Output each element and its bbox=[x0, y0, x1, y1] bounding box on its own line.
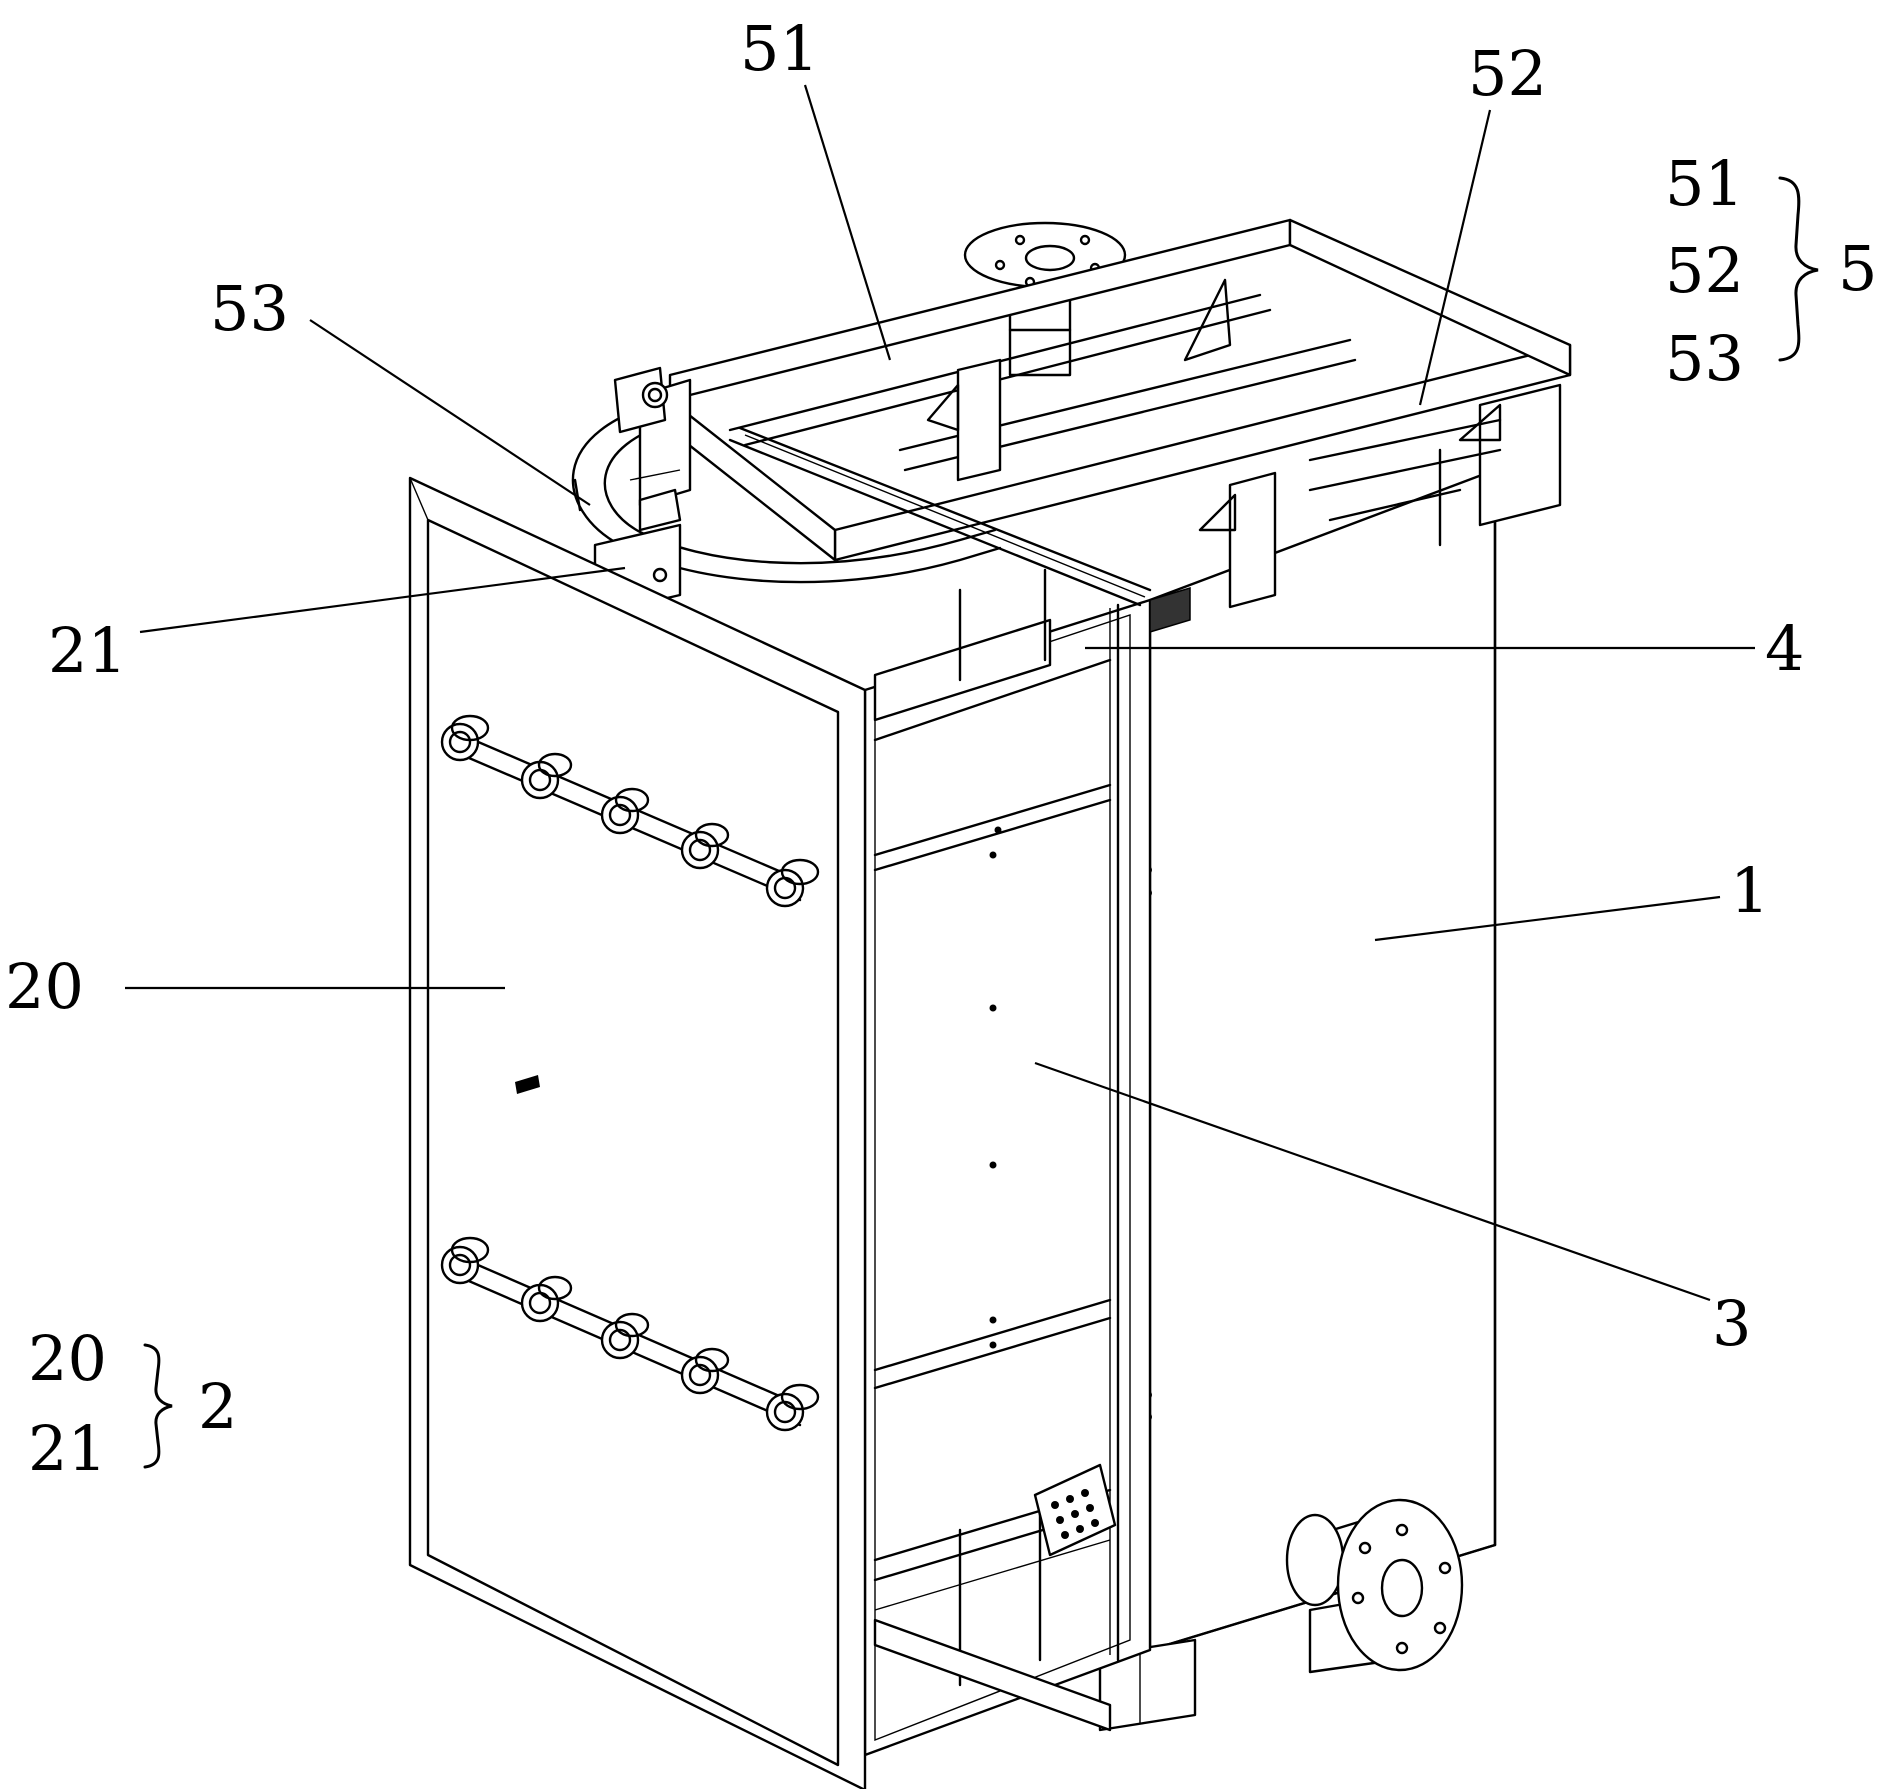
legend-group-2: 20 21 2 bbox=[28, 1322, 237, 1485]
legend-5-item-51: 51 bbox=[1665, 147, 1744, 220]
inner-frame bbox=[863, 568, 1152, 1757]
leader-53 bbox=[309, 319, 591, 506]
top-frame bbox=[571, 218, 1572, 634]
legend-5-brace bbox=[1778, 176, 1819, 362]
leader-3 bbox=[1034, 1061, 1711, 1302]
callout-1: 1 bbox=[1730, 854, 1769, 927]
callout-51: 51 bbox=[740, 12, 819, 85]
callout-labels: 51 52 53 21 4 1 20 3 bbox=[5, 12, 1804, 1360]
legend-2-item-20: 20 bbox=[28, 1322, 107, 1395]
callout-53: 53 bbox=[210, 272, 289, 345]
upper-bolt-rail bbox=[440, 714, 820, 908]
legend-5-item-52: 52 bbox=[1665, 234, 1744, 307]
legend-5-item-53: 53 bbox=[1665, 322, 1744, 395]
leader-lines bbox=[125, 84, 1755, 1302]
legend-2-brace bbox=[143, 1343, 173, 1469]
legend-group-5: 51 52 53 5 bbox=[1665, 147, 1877, 395]
callout-20: 20 bbox=[5, 950, 84, 1023]
lower-bolt-rail bbox=[440, 1236, 820, 1432]
door-panel bbox=[408, 476, 867, 1789]
legend-5-group: 5 bbox=[1838, 232, 1877, 305]
callout-52: 52 bbox=[1468, 37, 1547, 110]
leader-1 bbox=[1374, 895, 1721, 942]
leader-21 bbox=[139, 566, 626, 634]
leader-51 bbox=[803, 84, 892, 361]
outlet-flange bbox=[1285, 1498, 1464, 1672]
callout-3: 3 bbox=[1712, 1287, 1751, 1360]
callout-21: 21 bbox=[48, 614, 127, 687]
legend-2-item-21: 21 bbox=[28, 1412, 107, 1485]
leader-52 bbox=[1418, 109, 1492, 406]
legend-2-group: 2 bbox=[198, 1370, 237, 1443]
callout-4: 4 bbox=[1765, 612, 1804, 685]
